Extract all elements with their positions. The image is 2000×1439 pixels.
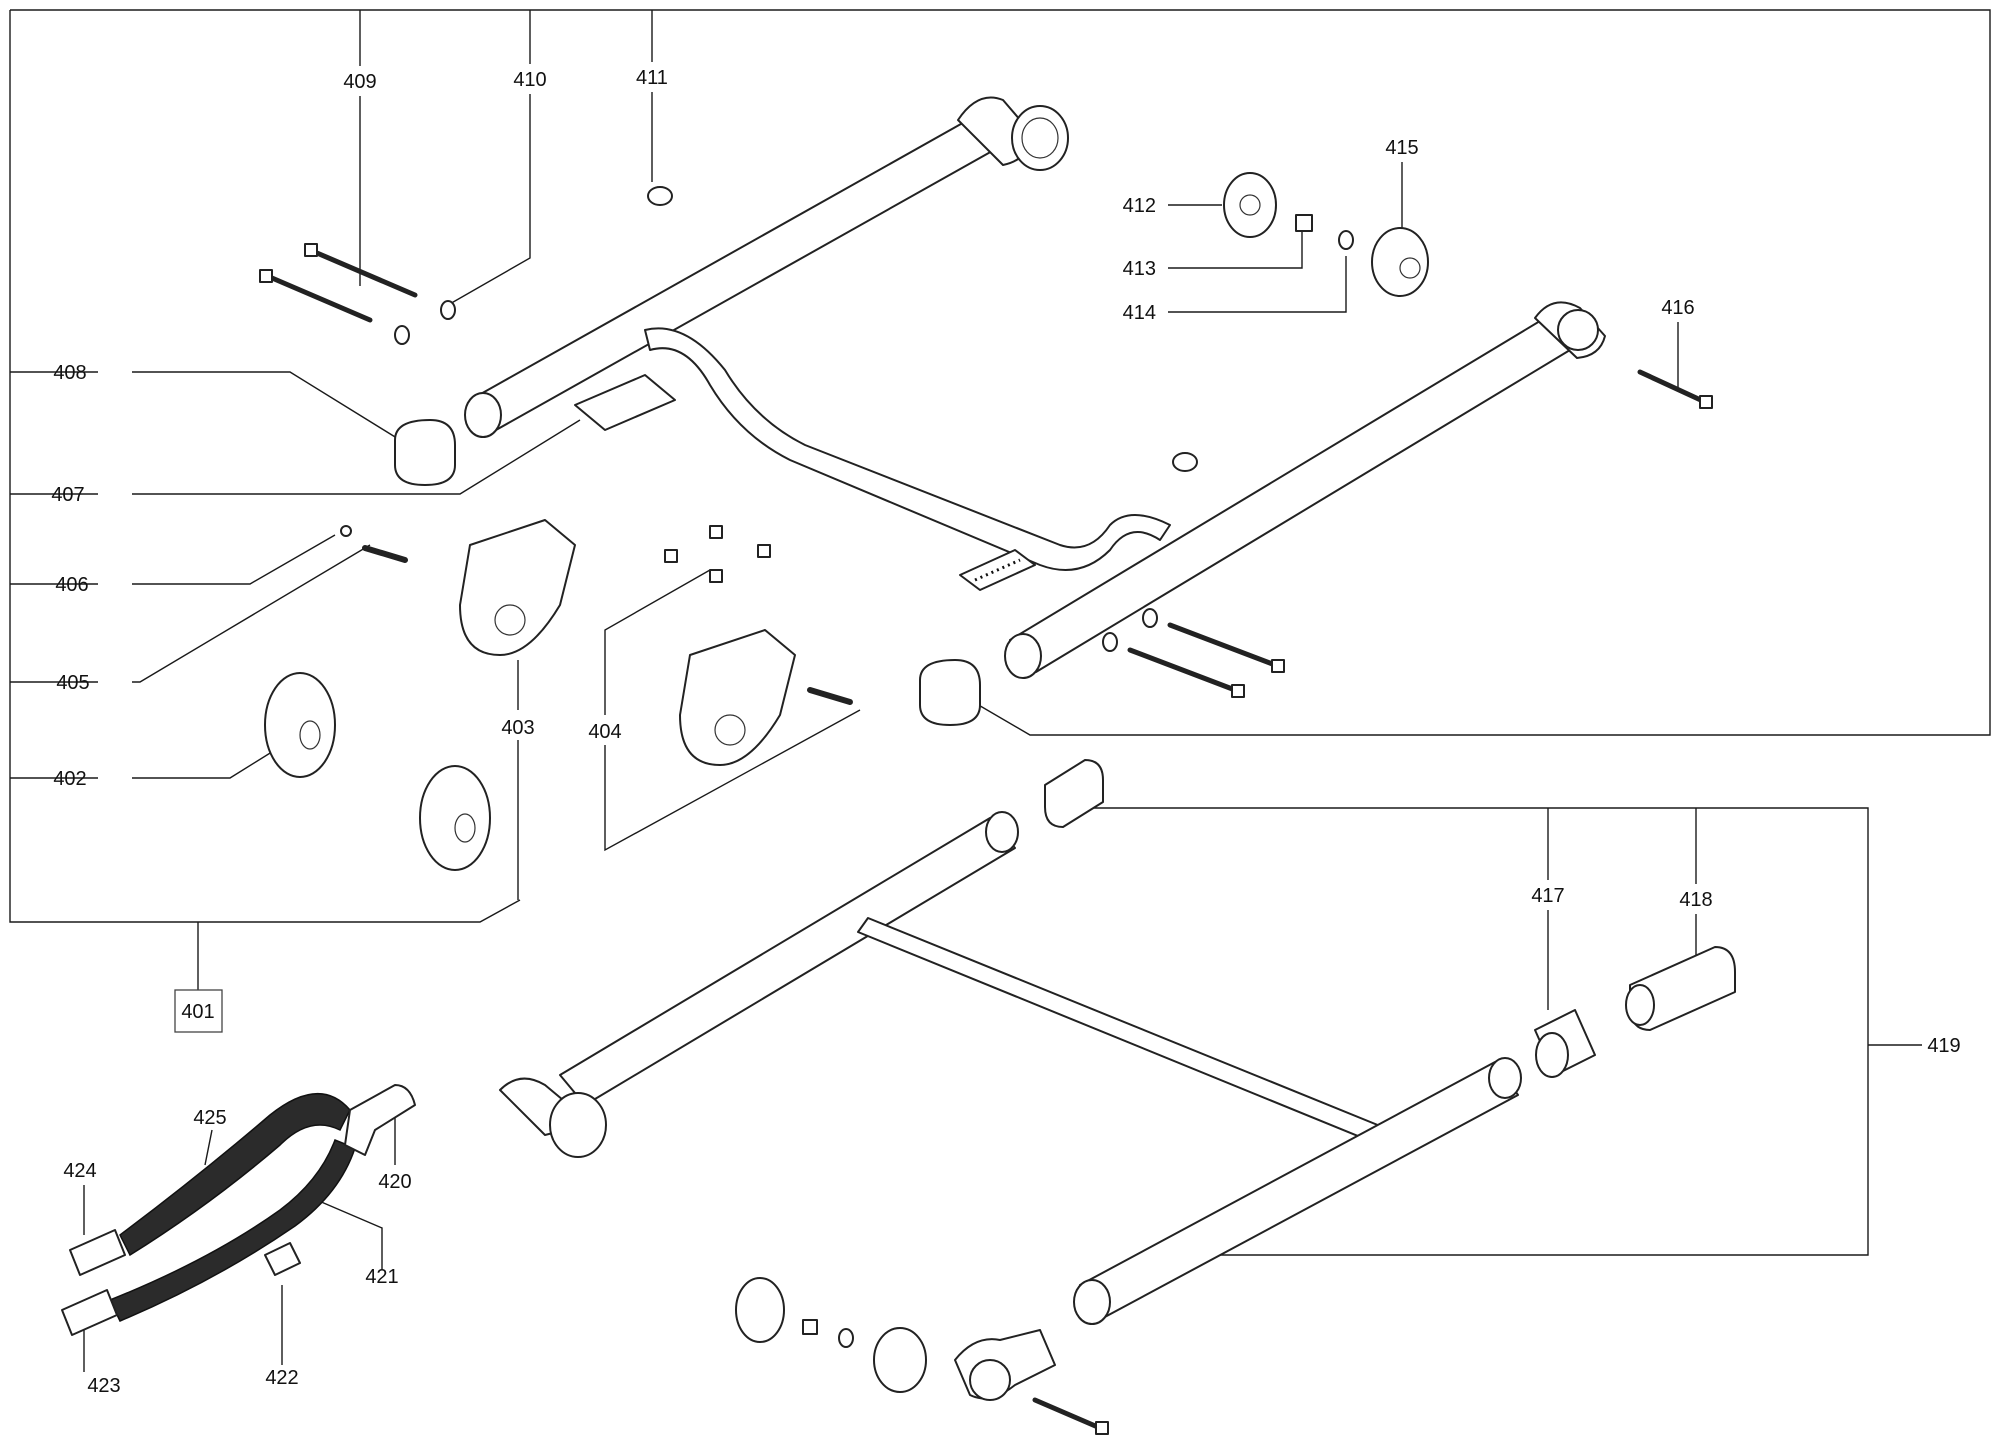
label-421: 421 bbox=[365, 1266, 398, 1288]
wheel-a bbox=[264, 672, 336, 778]
label-418: 418 bbox=[1679, 889, 1712, 911]
label-402: 402 bbox=[53, 768, 86, 790]
lower-frame-parts bbox=[499, 759, 1736, 1435]
leader-lines bbox=[10, 10, 1922, 1372]
part-labels: 401 402 403 404 405 406 407 408 409 410 … bbox=[51, 67, 1960, 1397]
label-422: 422 bbox=[265, 1367, 298, 1389]
wheel-bracket-403 bbox=[459, 519, 576, 656]
label-420: 420 bbox=[378, 1171, 411, 1193]
label-415: 415 bbox=[1385, 137, 1418, 159]
label-409: 409 bbox=[343, 71, 376, 93]
fitting-424 bbox=[69, 1229, 126, 1276]
hose-assembly bbox=[61, 1084, 416, 1336]
upper-frame-parts bbox=[464, 96, 1606, 679]
label-416: 416 bbox=[1661, 297, 1694, 319]
fitting-423 bbox=[61, 1289, 118, 1336]
knob-415 bbox=[1371, 227, 1429, 297]
label-407: 407 bbox=[51, 484, 84, 506]
label-423: 423 bbox=[87, 1375, 120, 1397]
wheels-402 bbox=[264, 672, 491, 871]
label-414: 414 bbox=[1123, 302, 1156, 324]
label-412: 412 bbox=[1123, 195, 1156, 217]
end-knob-upper-left bbox=[1011, 105, 1069, 171]
label-405: 405 bbox=[56, 672, 89, 694]
end-cap-408 bbox=[394, 419, 456, 486]
end-knob-lower-left bbox=[549, 1092, 607, 1158]
label-408: 408 bbox=[53, 362, 86, 384]
label-406: 406 bbox=[55, 574, 88, 596]
upper-right-tube bbox=[1009, 317, 1571, 673]
assembly-401-frame bbox=[9, 9, 1991, 990]
assembly-label-box bbox=[174, 989, 223, 1033]
label-401: 401 bbox=[181, 1001, 214, 1023]
clip-422 bbox=[264, 1242, 301, 1276]
label-419: 419 bbox=[1927, 1035, 1960, 1057]
label-417: 417 bbox=[1531, 885, 1564, 907]
label-413: 413 bbox=[1123, 258, 1156, 280]
knob-disk-412 bbox=[1223, 172, 1277, 238]
label-404: 404 bbox=[588, 721, 621, 743]
small-hardware-parts bbox=[259, 172, 1713, 766]
label-411: 411 bbox=[636, 67, 668, 89]
label-410: 410 bbox=[513, 69, 546, 91]
wheel-b bbox=[419, 765, 491, 871]
label-403: 403 bbox=[501, 717, 534, 739]
y-connector-420 bbox=[344, 1084, 416, 1156]
label-424: 424 bbox=[63, 1160, 96, 1182]
label-425: 425 bbox=[193, 1107, 226, 1129]
